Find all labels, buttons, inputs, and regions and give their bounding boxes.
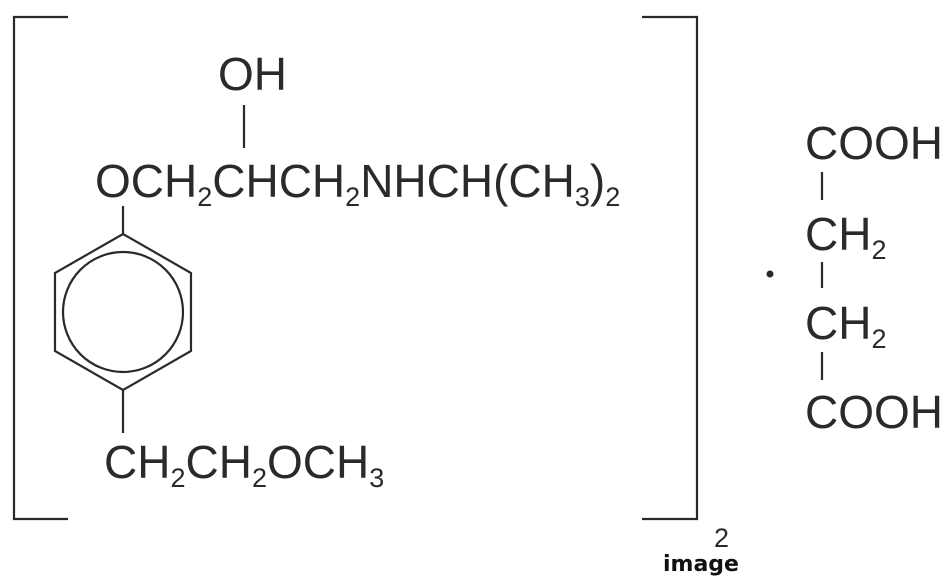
benzene-ring [53, 232, 193, 392]
left-bracket [12, 15, 68, 521]
aromatic-circle [61, 250, 185, 374]
formula-part: ) [590, 155, 605, 207]
salt-methylene-1: CH2 [805, 208, 886, 265]
bracket-multiplier: 2 [714, 523, 729, 553]
salt-bottom-group: COOH [805, 386, 943, 438]
formula-subscript: 3 [575, 182, 590, 212]
salt-methylene-2: CH2 [805, 297, 886, 354]
para-chain-formula: CH2CH2OCH3 [104, 436, 384, 493]
hydroxyl-label: OH [218, 48, 287, 100]
formula-part: CH [185, 436, 251, 488]
formula-part: CH [805, 208, 871, 260]
formula-part: OCH [267, 436, 369, 488]
formula-part: CH [104, 436, 170, 488]
formula-subscript: 3 [369, 463, 384, 493]
figure-caption: image [663, 552, 739, 577]
side-chain-formula: OCH2CHCH2NHCH(CH3)2 [95, 155, 620, 212]
formula-subscript: 2 [170, 463, 185, 493]
salt-dot [766, 270, 774, 278]
formula-part: CH [805, 297, 871, 349]
formula-subscript: 2 [871, 235, 886, 265]
salt-top-group: COOH [805, 117, 943, 169]
formula-part: OCH [95, 155, 197, 207]
formula-subscript: 2 [345, 182, 360, 212]
right-bracket [642, 15, 699, 521]
formula-part: CHCH [212, 155, 345, 207]
formula-subscript: 2 [197, 182, 212, 212]
formula-subscript: 2 [252, 463, 267, 493]
formula-subscript: 2 [871, 324, 886, 354]
formula-part: NHCH(CH [360, 155, 575, 207]
formula-subscript: 2 [605, 182, 620, 212]
